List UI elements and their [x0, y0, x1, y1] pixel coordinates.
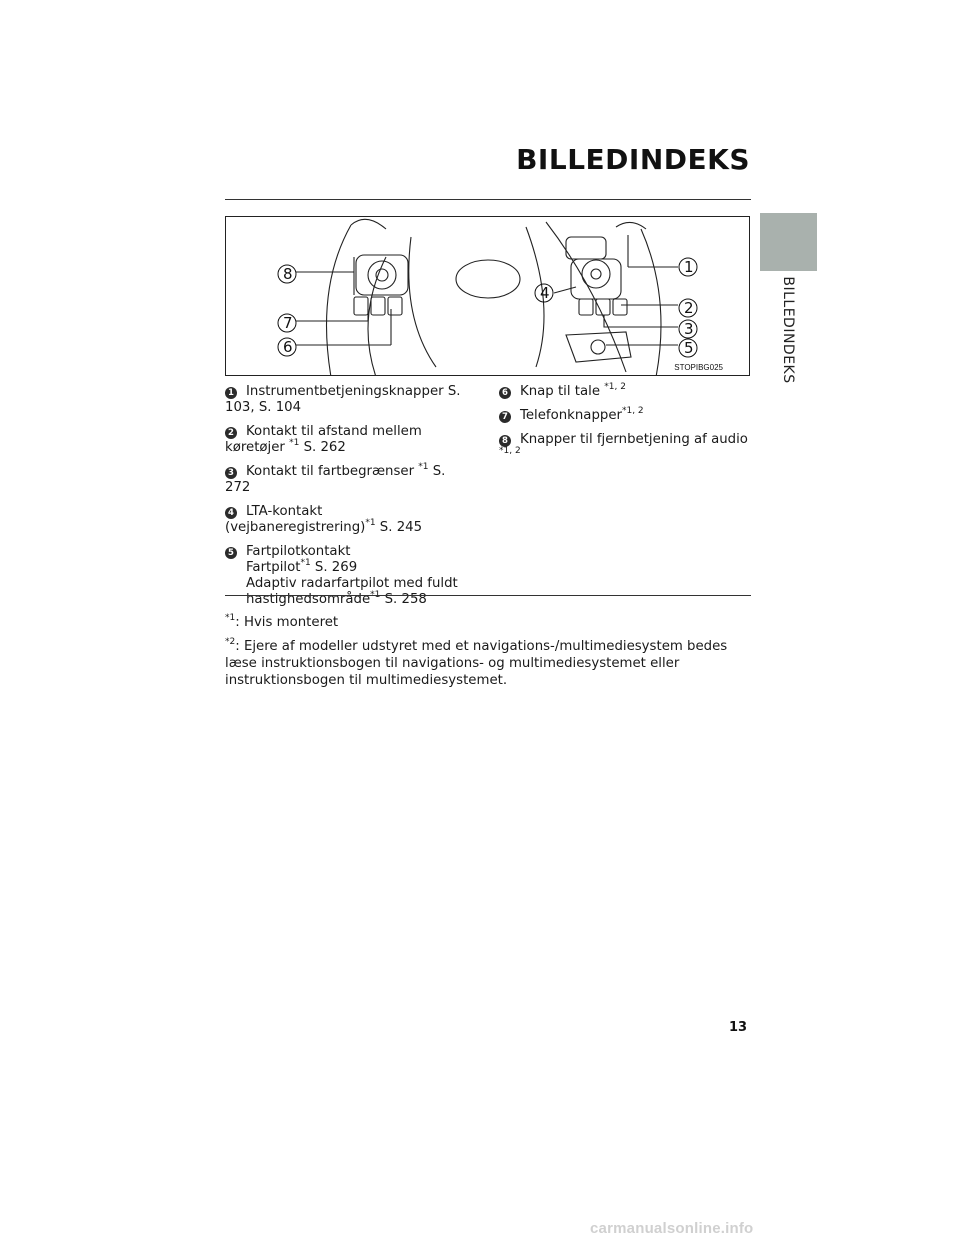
steering-wheel-illustration: 8 7 6 4 1 2 3 5	[277, 218, 698, 375]
footnote-ref: *1	[418, 461, 429, 472]
item-number-badge: 7	[499, 411, 511, 423]
callout-4: 4	[540, 284, 550, 302]
list-item: 8 Knapper til fjernbetjening af audio *1,…	[499, 432, 759, 464]
footnote-text: : Ejere af modeller udstyret med et navi…	[225, 639, 728, 688]
page-ref: S. 262	[299, 440, 346, 455]
footnote: *1: Hvis monteret	[225, 612, 755, 631]
list-item: 7 Telefonknapper*1, 2	[499, 405, 759, 424]
list-item: 6 Knap til tale *1, 2	[499, 381, 759, 400]
footnote-text: : Hvis monteret	[235, 615, 339, 630]
footnote-ref: *1, 2	[499, 445, 521, 456]
figure-code: STOPIBG025	[674, 363, 723, 372]
sub-item: Adaptiv radarfartpilot med fuldt hastigh…	[246, 576, 458, 607]
item-number-badge: 6	[499, 387, 511, 399]
footnote-ref: *1	[300, 557, 311, 568]
callout-6: 6	[283, 338, 293, 356]
callout-5: 5	[684, 339, 694, 357]
item-number-badge: 8	[499, 435, 511, 447]
page-ref: S. 272	[225, 464, 446, 495]
item-text: Kontakt til fartbegrænser	[246, 464, 419, 479]
section-tab	[760, 213, 817, 271]
list-item: 5 Fartpilotkontakt Fartpilot*1 S. 269 Ada…	[225, 544, 475, 608]
item-text: Knap til tale	[520, 384, 605, 399]
list-item: 3 Kontakt til fartbegrænser *1 S. 272	[225, 461, 475, 496]
footnotes: *1: Hvis monteret *2: Ejere af modeller …	[225, 612, 755, 696]
footnote-mark: *1	[225, 612, 236, 623]
section-divider	[225, 595, 751, 596]
callout-2: 2	[684, 299, 694, 317]
item-number-badge: 5	[225, 547, 237, 559]
item-number-badge: 1	[225, 387, 237, 399]
footnote-ref: *1	[289, 437, 300, 448]
item-text: Instrumentbetjeningsknapper S. 103, S. 1…	[225, 384, 461, 415]
item-number-badge: 2	[225, 427, 237, 439]
item-text: Kontakt til afstand mellem køretøjer	[225, 424, 422, 455]
callout-7: 7	[283, 314, 293, 332]
item-text: Knapper til fjernbetjening af audio	[520, 432, 748, 447]
footnote-ref: *1, 2	[604, 381, 626, 392]
watermark: carmanualsonline.info	[590, 1220, 754, 1237]
page-ref: S. 245	[375, 520, 423, 535]
sub-item: Fartpilot*1 S. 269	[246, 557, 358, 575]
page-number: 13	[729, 1020, 748, 1035]
footnote: *2: Ejere af modeller udstyret med et na…	[225, 636, 755, 689]
item-text: Fartpilotkontakt	[246, 544, 351, 559]
section-tab-label: BILLEDINDEKS	[780, 276, 796, 384]
callout-3: 3	[684, 320, 694, 338]
footnote-mark: *2	[225, 636, 236, 647]
callout-1: 1	[684, 258, 694, 276]
item-text: LTA-kontakt (vejbaneregistrering)	[225, 504, 366, 535]
title-divider	[225, 199, 751, 200]
steering-wheel-figure: 8 7 6 4 1 2 3 5 STOPIBG025	[225, 216, 750, 376]
item-number-badge: 3	[225, 467, 237, 479]
footnote-ref: *1	[370, 590, 380, 600]
callout-8: 8	[283, 265, 293, 283]
footnote-ref: *1, 2	[621, 405, 644, 416]
item-text: Telefonknapper	[520, 408, 622, 423]
item-number-badge: 4	[225, 507, 237, 519]
page-title: BILLEDINDEKS	[516, 143, 750, 176]
footnote-ref: *1	[365, 517, 376, 528]
